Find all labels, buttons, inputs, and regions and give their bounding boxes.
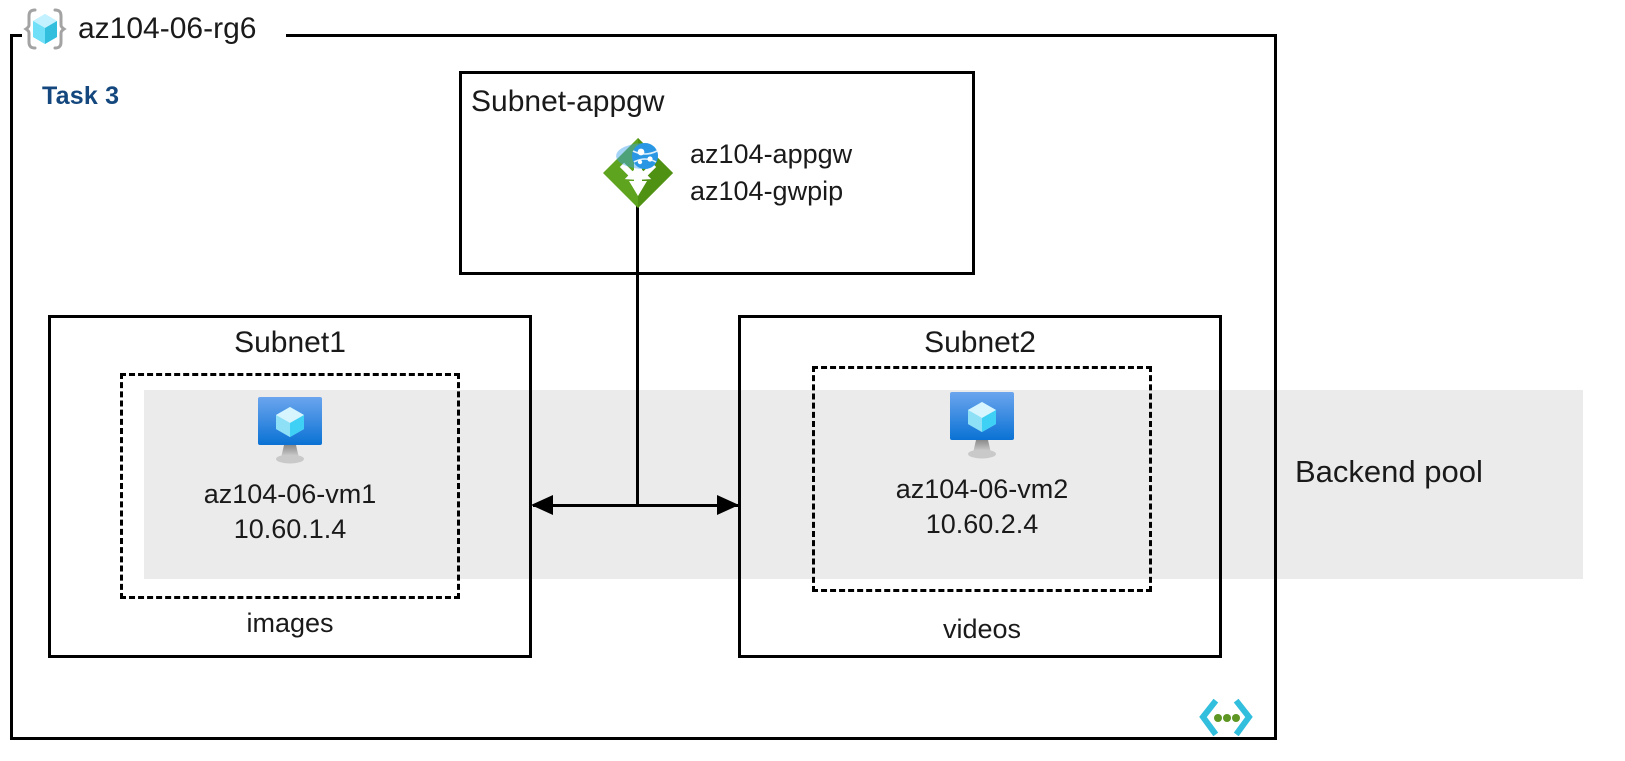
subnet-appgw-box <box>459 71 975 275</box>
vm2-name: az104-06-vm2 <box>895 474 1069 504</box>
resource-group-cube-icon <box>22 6 68 52</box>
vm1-name: az104-06-vm1 <box>203 479 377 509</box>
subnet1-nic-group <box>120 373 460 599</box>
subnet2-nic-group <box>812 366 1152 592</box>
subnet1-title: Subnet1 <box>234 326 346 359</box>
resource-group-header: az104-06-rg6 <box>22 6 256 52</box>
resource-group-border-stub-left <box>10 34 22 37</box>
subnet-appgw-title: Subnet-appgw <box>471 85 665 118</box>
vm1-node: az104-06-vm1 10.60.1.4 <box>120 395 460 547</box>
connector-appgw-vertical <box>636 205 639 505</box>
appgw-public-ip-name: az104-gwpip <box>690 176 844 206</box>
task-label: Task 3 <box>42 82 120 110</box>
appgw-resource-name: az104-appgw <box>690 139 853 169</box>
resource-group-name: az104-06-rg6 <box>78 12 257 45</box>
subnet1-footer-label: images <box>246 608 334 638</box>
backend-pool-label: Backend pool <box>1295 454 1483 489</box>
connector-subnets-horizontal <box>533 504 738 507</box>
subnet1-box <box>48 315 532 658</box>
application-gateway-icon <box>600 135 676 211</box>
resource-group-frame <box>10 36 1277 740</box>
code-ellipsis-icon <box>1197 694 1255 740</box>
vm1-ip: 10.60.1.4 <box>233 514 347 544</box>
virtual-machine-icon <box>943 390 1021 462</box>
application-gateway-node: az104-appgw az104-gwpip <box>600 135 852 211</box>
subnet2-footer-label: videos <box>942 614 1022 644</box>
vm2-ip: 10.60.2.4 <box>925 509 1039 539</box>
subnet2-box <box>738 315 1222 658</box>
backend-pool-band <box>144 390 1583 579</box>
arrow-head-left-icon <box>531 495 553 515</box>
subnet2-title: Subnet2 <box>924 326 1036 359</box>
arrow-head-right-icon <box>717 495 739 515</box>
vm2-node: az104-06-vm2 10.60.2.4 <box>812 390 1152 542</box>
resource-group-border-top-right <box>286 34 1277 37</box>
virtual-machine-icon <box>251 395 329 467</box>
application-gateway-labels: az104-appgw az104-gwpip <box>690 136 852 210</box>
